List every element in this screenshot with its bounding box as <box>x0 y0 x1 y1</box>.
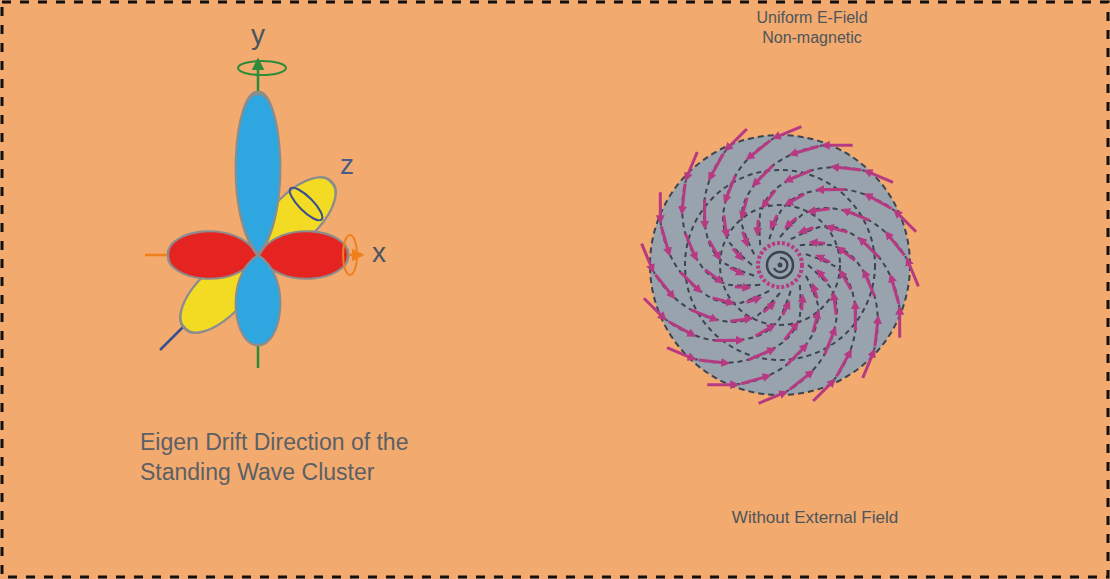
axis-label: y <box>251 18 265 52</box>
condition-label: Non-magnetic <box>762 28 862 47</box>
condition-label: Uniform E-Field <box>756 8 867 27</box>
axis-label: x <box>372 236 386 270</box>
panel-caption: Eigen Drift Direction of the Standing Wa… <box>140 428 445 488</box>
panel-caption: Without External Field <box>732 508 898 528</box>
axis-label: z <box>340 148 354 182</box>
